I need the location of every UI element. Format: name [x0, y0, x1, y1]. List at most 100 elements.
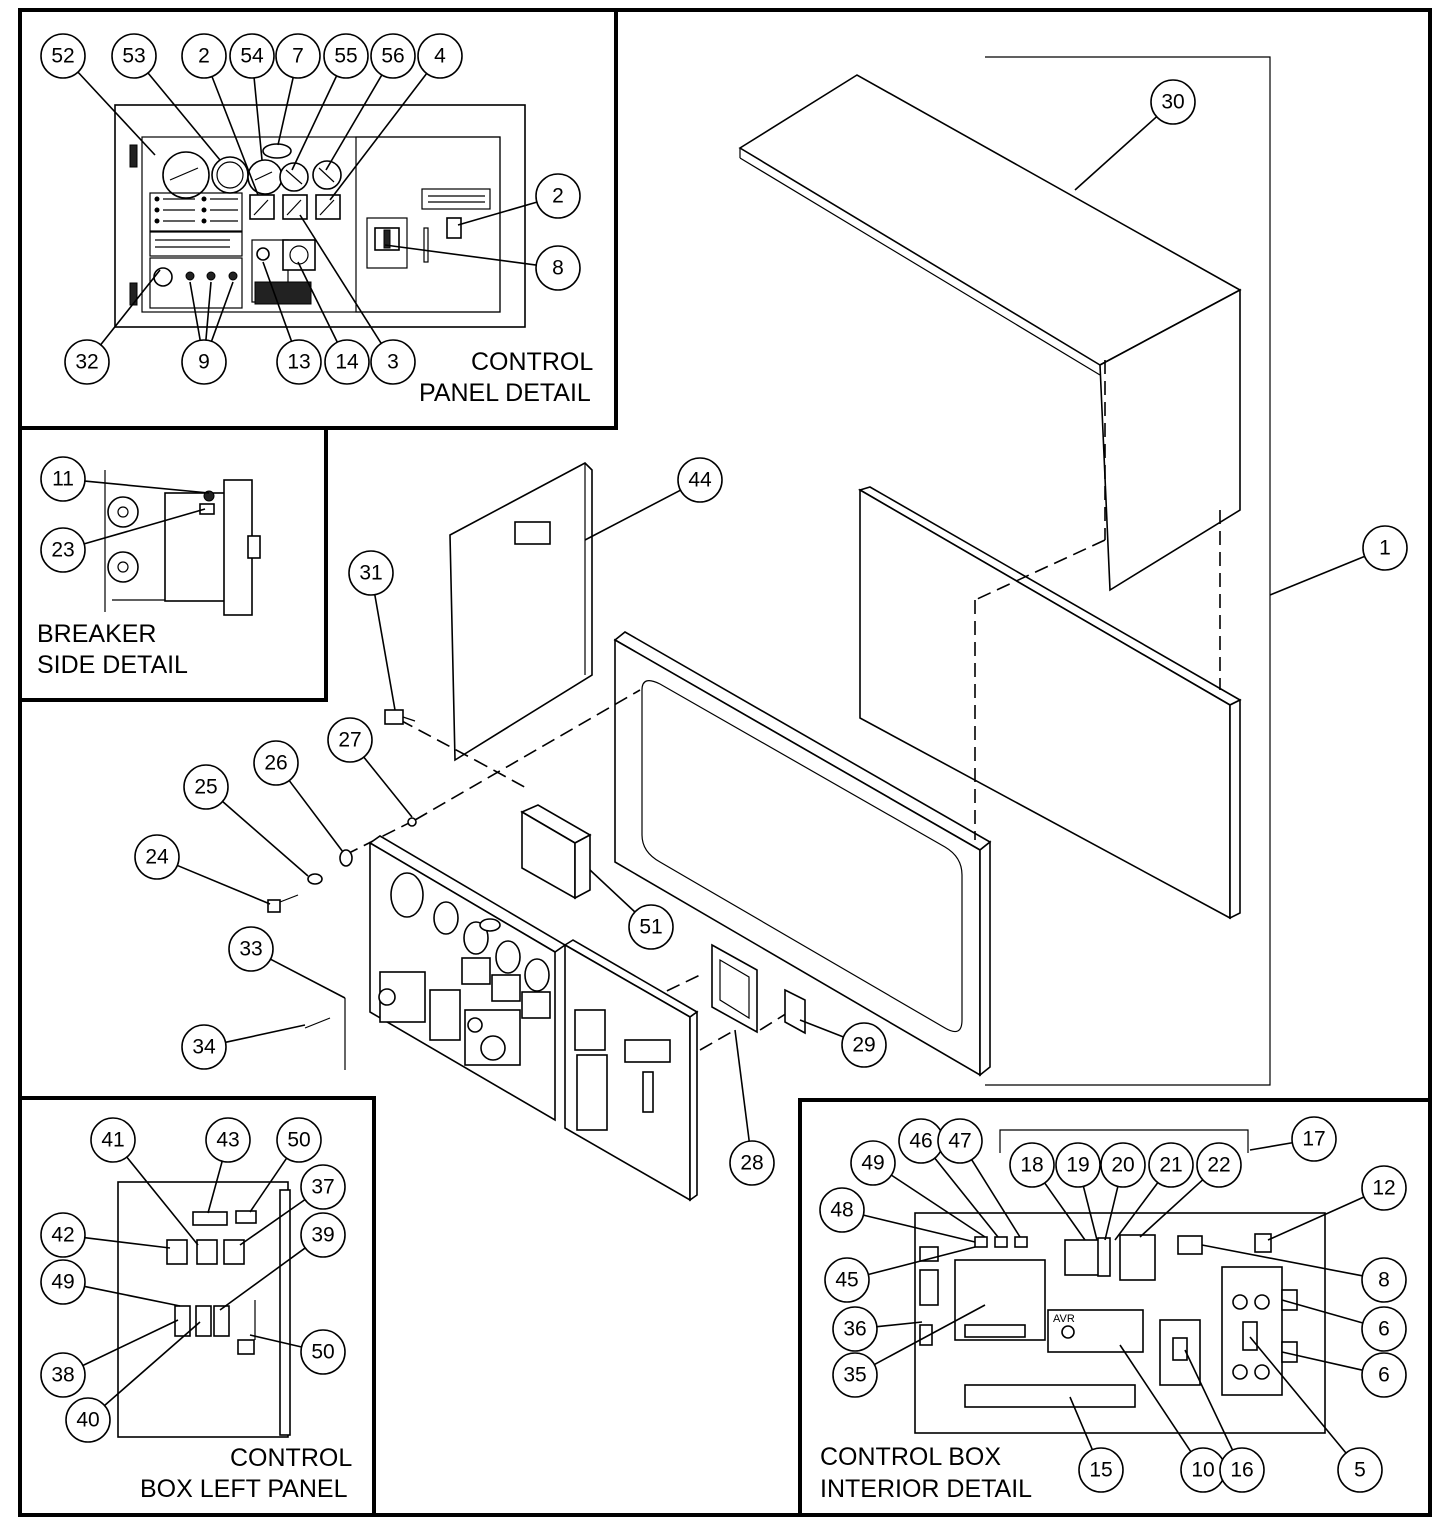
- fasteners: [267, 709, 417, 1070]
- callout-leader: [277, 77, 294, 146]
- callout-leader: [863, 1214, 976, 1243]
- callout-bubble: 18: [1009, 1142, 1055, 1188]
- callout-bubble: 1: [1362, 525, 1408, 571]
- callout-number: 2: [198, 45, 210, 68]
- callout-leader-lines: [77, 71, 1365, 1454]
- callout-leader: [207, 1161, 223, 1214]
- callout-leader: [210, 281, 234, 342]
- callout-number: 47: [948, 1130, 971, 1153]
- callout-number: 51: [639, 916, 662, 939]
- caption-control-panel-line2: PANEL DETAIL: [419, 379, 591, 407]
- callout-leader: [205, 281, 212, 341]
- callout-leader: [1249, 1336, 1347, 1454]
- callout-number: 12: [1372, 1177, 1395, 1200]
- callout-circle: [819, 1187, 865, 1233]
- callout-number: 36: [843, 1318, 866, 1341]
- callout-leader: [100, 269, 161, 346]
- callout-bubble: 49: [40, 1259, 86, 1305]
- callout-leader: [1114, 1182, 1159, 1241]
- callout-number: 3: [387, 351, 399, 374]
- callout-number: 41: [101, 1129, 124, 1152]
- callout-bubble: 39: [300, 1212, 346, 1258]
- callout-bubble: 34: [181, 1024, 227, 1070]
- callout-circle: [1219, 1447, 1265, 1493]
- callout-bubble: 28: [729, 1140, 775, 1186]
- callout-bubble: 43: [205, 1117, 251, 1163]
- callout-bubble: 21: [1148, 1142, 1194, 1188]
- callout-circle: [276, 1117, 322, 1163]
- callout-circle: [850, 1140, 896, 1186]
- callout-leader: [219, 1247, 306, 1311]
- callout-leader: [457, 201, 538, 226]
- caption-breaker-line1: BREAKER: [37, 620, 156, 648]
- callout-circle: [183, 764, 229, 810]
- callout-leader: [325, 74, 383, 171]
- callout-leader: [262, 261, 293, 342]
- callout-number: 31: [359, 562, 382, 585]
- callout-leader: [84, 1236, 171, 1249]
- callout-circle: [134, 834, 180, 880]
- callout-leader: [890, 1174, 986, 1238]
- callout-leader: [1082, 1186, 1098, 1241]
- callout-circle: [111, 33, 157, 79]
- callout-bubble: 46: [898, 1118, 944, 1164]
- callout-bubble: 56: [370, 33, 416, 79]
- callout-leader: [1044, 1182, 1086, 1241]
- callout-leader: [329, 72, 428, 201]
- callout-bubble: 7: [275, 33, 321, 79]
- callout-number: 33: [239, 938, 262, 961]
- callout-circle: [1009, 1142, 1055, 1188]
- callout-number: 6: [1378, 1364, 1390, 1387]
- callout-leader: [189, 281, 201, 341]
- gauge-group: [162, 143, 342, 220]
- callout-leader: [249, 1334, 302, 1348]
- callout-circle: [40, 1352, 86, 1398]
- callout-bubble: 6: [1361, 1306, 1407, 1352]
- callout-leader: [876, 1321, 923, 1328]
- callout-number: 40: [76, 1409, 99, 1432]
- callout-leader: [239, 1198, 306, 1246]
- callout-bubble: 25: [183, 764, 229, 810]
- callout-circle: [824, 1257, 870, 1303]
- callout-leader: [1119, 1344, 1192, 1453]
- callout-bubble: 24: [134, 834, 180, 880]
- callout-circle: [228, 926, 274, 972]
- callout-circle: [181, 1024, 227, 1070]
- callout-number: 10: [1191, 1459, 1214, 1482]
- callout-number: 55: [334, 45, 357, 68]
- callout-circle: [181, 33, 227, 79]
- callout-leader: [270, 958, 346, 999]
- callout-leader: [1281, 1299, 1364, 1324]
- callout-circle: [300, 1329, 346, 1375]
- callout-number: 28: [740, 1152, 763, 1175]
- callout-circle: [229, 33, 275, 79]
- callout-leader: [384, 244, 537, 266]
- callout-number: 38: [51, 1364, 74, 1387]
- callout-bubble: 13: [276, 339, 322, 385]
- callout-number: 34: [192, 1036, 216, 1059]
- callout-number: 49: [861, 1152, 884, 1175]
- caption-left-panel-line1: CONTROL: [230, 1444, 352, 1472]
- callout-leader: [77, 71, 156, 156]
- callout-bubble: 20: [1100, 1142, 1146, 1188]
- callout-bubble: 2: [181, 33, 227, 79]
- side-panel: [449, 462, 593, 762]
- callout-bubble: 26: [253, 740, 299, 786]
- callout-number: 17: [1302, 1128, 1325, 1151]
- callout-circle: [90, 1117, 136, 1163]
- callout-bubble: 35: [832, 1352, 878, 1398]
- callout-circle: [181, 339, 227, 385]
- callout-circle: [535, 245, 581, 291]
- callout-bubble: 12: [1361, 1165, 1407, 1211]
- callout-bubble: 37: [300, 1164, 346, 1210]
- callout-bubble: 33: [228, 926, 274, 972]
- callout-circle: [677, 457, 723, 503]
- callout-number: 32: [75, 351, 98, 374]
- panel-breaker-area: [366, 188, 491, 269]
- callout-circle: [417, 33, 463, 79]
- callout-circle: [300, 1164, 346, 1210]
